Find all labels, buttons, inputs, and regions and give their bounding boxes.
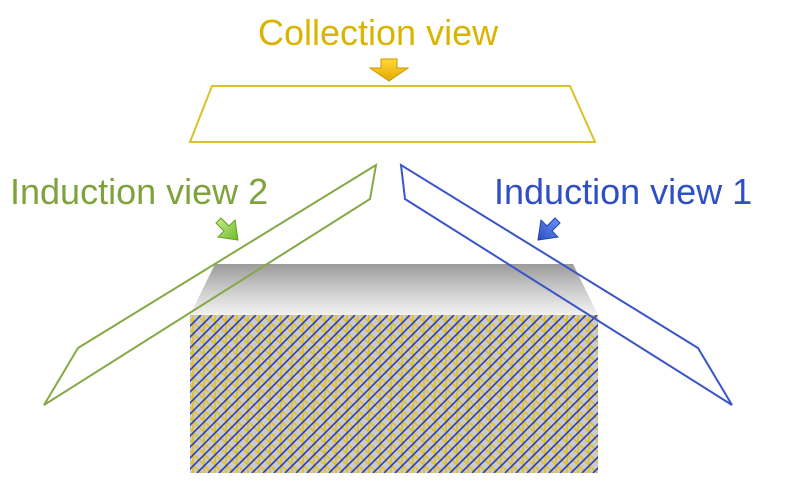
- lattice-diagonal-yellow: [190, 394, 268, 473]
- lattice-diagonal-blue: [262, 315, 422, 473]
- lattice-diagonal-blue: [416, 315, 576, 473]
- lattice-pattern: [190, 315, 598, 473]
- lattice-diagonal-blue: [190, 315, 246, 372]
- induction-view-1-plane: [399, 163, 733, 406]
- lattice-diagonal-blue: [350, 315, 510, 473]
- lattice-diagonal-blue: [190, 315, 312, 438]
- lattice-diagonal-blue: [328, 315, 488, 473]
- lattice-diagonal-blue: [383, 315, 543, 473]
- lattice-diagonal-yellow: [570, 315, 598, 344]
- lattice-diagonal-blue: [190, 315, 268, 394]
- lattice-diagonal-blue: [190, 315, 191, 317]
- lattice-diagonal-blue: [559, 433, 598, 473]
- lattice-diagonal-blue: [361, 315, 521, 473]
- induction-1-arrow-icon: [537, 217, 561, 241]
- lattice-diagonal-blue: [190, 315, 334, 460]
- lattice-diagonal-blue: [493, 367, 598, 473]
- lattice-diagonal-blue: [306, 315, 466, 473]
- lattice-diagonal-blue: [548, 422, 598, 473]
- lattice-diagonal-blue: [471, 345, 598, 473]
- lattice-diagonal-blue: [427, 315, 587, 473]
- lattice-diagonal-blue: [190, 315, 257, 383]
- lattice-diagonal-blue: [273, 315, 433, 473]
- lattice-diagonal-yellow: [190, 427, 235, 473]
- block-top-face: [190, 264, 598, 315]
- lattice-diagonal-blue: [372, 315, 532, 473]
- lattice-diagonal-blue: [460, 334, 598, 473]
- lattice-diagonal-yellow: [190, 460, 202, 473]
- lattice-diagonal-blue: [251, 315, 411, 473]
- lattice-diagonal-blue: [339, 315, 499, 473]
- lattice-diagonal-blue: [190, 315, 345, 471]
- lattice-diagonal-blue: [295, 315, 455, 473]
- lattice-diagonal-yellow: [190, 438, 224, 473]
- lattice-diagonal-blue: [438, 315, 598, 473]
- lattice-diagonal-blue: [526, 400, 598, 473]
- induction-view-2-plane: [43, 162, 378, 406]
- lattice-diagonal-blue: [207, 315, 367, 473]
- collection-arrow-icon: [368, 58, 410, 82]
- lattice-diagonal-blue: [190, 315, 323, 449]
- lattice-diagonal-blue: [190, 315, 224, 350]
- lattice-diagonal-blue: [394, 315, 554, 473]
- lattice-diagonal-yellow: [190, 416, 246, 473]
- lattice-diagonal-blue: [190, 315, 301, 427]
- induction-view-2-label: Induction view 2: [10, 171, 269, 212]
- lattice-diagonal-blue: [196, 315, 356, 473]
- lattice-diagonal-blue: [190, 315, 202, 328]
- lattice-diagonal-blue: [537, 411, 598, 473]
- lattice-diagonal-blue: [190, 315, 235, 361]
- lattice-diagonal-yellow: [537, 315, 598, 377]
- lattice-diagonal-blue: [190, 315, 213, 339]
- lattice-diagonal-blue: [317, 315, 477, 473]
- lattice-diagonal-yellow: [190, 449, 213, 473]
- collection-view-label: Collection view: [258, 12, 499, 53]
- lattice-diagonal-yellow: [526, 315, 598, 388]
- induction-2-arrow-icon: [215, 217, 239, 241]
- lattice-diagonal-blue: [240, 315, 400, 473]
- lattice-diagonal-blue: [592, 466, 598, 473]
- lattice-diagonal-yellow: [548, 315, 598, 366]
- lattice-diagonal-blue: [190, 315, 279, 405]
- induction-view-1-label: Induction view 1: [494, 171, 753, 212]
- collection-view-plane: [188, 85, 597, 143]
- lattice-diagonal-blue: [405, 315, 565, 473]
- lattice-diagonal-blue: [284, 315, 444, 473]
- lattice-diagonal-blue: [190, 315, 290, 416]
- lattice-diagonal-yellow: [190, 405, 257, 473]
- lattice-diagonal-yellow: [190, 471, 191, 473]
- lattice-diagonal-blue: [229, 315, 389, 473]
- lattice-diagonal-blue: [218, 315, 378, 473]
- sample-block: [190, 264, 598, 473]
- block-front-face: [190, 315, 598, 473]
- lattice-diagonal-blue: [515, 389, 598, 473]
- lattice-diagonal-blue: [570, 444, 598, 473]
- lattice-diagonal-blue: [504, 378, 598, 473]
- lattice-diagonal-blue: [449, 323, 598, 473]
- lattice-diagonal-yellow: [592, 315, 598, 322]
- lattice-diagonal-blue: [482, 356, 598, 473]
- lattice-diagonal-yellow: [559, 315, 598, 355]
